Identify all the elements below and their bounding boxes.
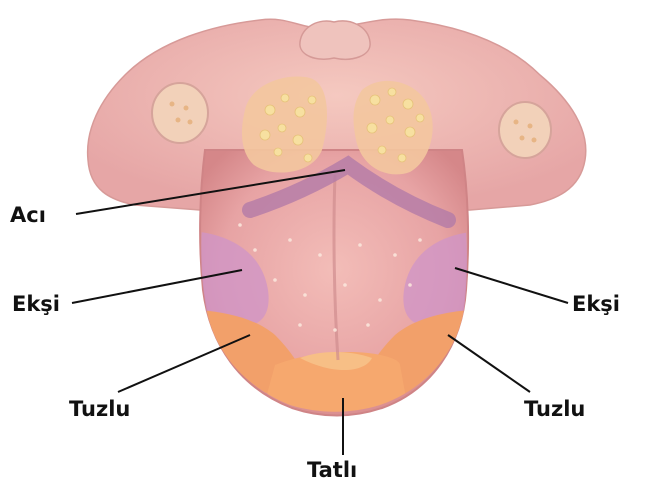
epiglottis xyxy=(300,21,370,59)
label-sour-right: Ekşi xyxy=(572,294,620,315)
label-sour-left: Ekşi xyxy=(12,294,60,315)
label-salty-right: Tuzlu xyxy=(524,399,585,420)
tonsil-left xyxy=(152,83,208,143)
leader-line-sour-right xyxy=(455,268,568,303)
label-sweet: Tatlı xyxy=(307,460,357,481)
label-bitter: Acı xyxy=(10,205,46,226)
label-salty-left: Tuzlu xyxy=(69,399,130,420)
leader-line-salty-right xyxy=(448,335,530,392)
leader-line-salty-left xyxy=(118,335,250,392)
tonsil-right xyxy=(499,102,551,158)
